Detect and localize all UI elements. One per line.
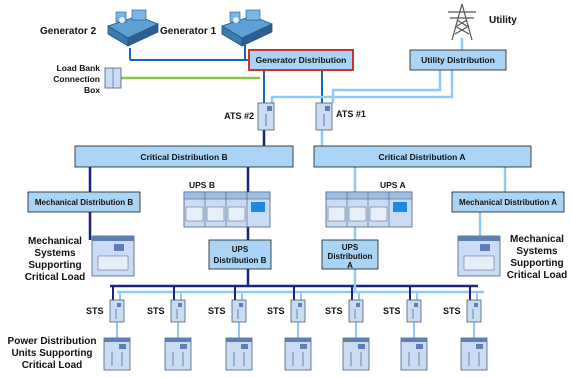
sts-label: STS bbox=[383, 306, 401, 316]
sts-row bbox=[109, 299, 482, 323]
pdu-feed-lines bbox=[116, 322, 475, 338]
ats-2-switch-icon bbox=[257, 102, 275, 131]
load-bank-label-line1: Load Bank bbox=[57, 63, 101, 73]
connection-lines bbox=[88, 38, 507, 338]
sts-unit bbox=[406, 299, 422, 323]
generator-1-icon bbox=[221, 9, 274, 47]
load-bank-label-line2: Connection bbox=[53, 74, 100, 84]
mech-a-label-line4: Critical Load bbox=[507, 270, 568, 281]
utility-label: Utility bbox=[489, 15, 517, 26]
critical-distribution-a-label: Critical Distribution A bbox=[378, 152, 465, 162]
sts-label: STS bbox=[208, 306, 226, 316]
sts-unit bbox=[109, 299, 125, 323]
pdu-cabinet-icon bbox=[103, 337, 131, 371]
pdu-label-line1: Power Distribution bbox=[8, 336, 97, 347]
ups-distribution-a-label-line2: Distribution bbox=[328, 252, 373, 261]
mechanical-distribution-b-label: Mechanical Distribution B bbox=[35, 198, 133, 207]
critical-distribution-a-box: Critical Distribution A bbox=[313, 145, 532, 168]
mechanical-distribution-a-label: Mechanical Distribution A bbox=[459, 198, 557, 207]
utility-distribution-label: Utility Distribution bbox=[421, 55, 495, 65]
mech-b-label-line3: Supporting bbox=[28, 260, 81, 271]
mech-a-label-line2: Systems bbox=[516, 246, 558, 257]
pdu-cabinet-icon bbox=[284, 337, 312, 371]
ups-b-label: UPS B bbox=[189, 180, 215, 190]
mechanical-distribution-b-box: Mechanical Distribution B bbox=[27, 191, 141, 213]
generator-distribution-box: Generator Distribution bbox=[248, 49, 354, 71]
sts-label: STS bbox=[147, 306, 165, 316]
mechanical-distribution-a-box: Mechanical Distribution A bbox=[451, 191, 565, 213]
ups-distribution-b-label-line2: Distribution B bbox=[214, 256, 267, 265]
util-to-ats2-line bbox=[270, 70, 454, 103]
sts-drop-lines bbox=[112, 286, 478, 300]
sts-unit bbox=[170, 299, 186, 323]
critical-distribution-b-label: Critical Distribution B bbox=[140, 152, 227, 162]
sts-label: STS bbox=[325, 306, 343, 316]
pdu-cabinet-icon bbox=[225, 337, 253, 371]
pdu-row bbox=[103, 337, 488, 371]
ups-b-cabinet-icon bbox=[183, 191, 271, 228]
mech-a-label-line3: Supporting bbox=[510, 258, 563, 269]
mechanical-systems-a-cabinet-icon bbox=[457, 235, 501, 277]
pdu-cabinet-icon bbox=[400, 337, 428, 371]
load-bank-box-icon bbox=[104, 67, 122, 89]
ups-distribution-b-box: UPS Distribution B bbox=[208, 239, 272, 270]
utility-distribution-box: Utility Distribution bbox=[409, 49, 507, 71]
pdu-label-line3: Critical Load bbox=[22, 360, 83, 371]
generator-distribution-label: Generator Distribution bbox=[256, 55, 347, 65]
ups-distribution-a-label-line3: A bbox=[347, 261, 353, 270]
sts-unit bbox=[290, 299, 306, 323]
utility-tower-icon bbox=[448, 3, 476, 41]
sts-unit bbox=[466, 299, 482, 323]
sts-label: STS bbox=[443, 306, 461, 316]
critical-distribution-b-box: Critical Distribution B bbox=[74, 145, 294, 168]
ups-distribution-a-box: UPS Distribution A bbox=[321, 239, 379, 270]
sts-label: STS bbox=[267, 306, 285, 316]
generator-2-label: Generator 2 bbox=[40, 26, 97, 37]
pdu-label-line2: Units Supporting bbox=[11, 348, 92, 359]
sts-unit bbox=[348, 299, 364, 323]
generator-1-label: Generator 1 bbox=[160, 26, 217, 37]
load-bank-label-line3: Box bbox=[84, 85, 100, 95]
ats-1-switch-icon bbox=[315, 102, 333, 131]
mechanical-systems-b-cabinet-icon bbox=[91, 235, 135, 277]
sts-unit bbox=[231, 299, 247, 323]
sts-label: STS bbox=[86, 306, 104, 316]
mech-b-label-line4: Critical Load bbox=[25, 272, 86, 283]
mech-b-label-line2: Systems bbox=[34, 248, 76, 259]
ats-2-label: ATS #2 bbox=[224, 111, 254, 121]
ups-a-label: UPS A bbox=[380, 180, 406, 190]
ups-a-cabinet-icon bbox=[325, 191, 413, 228]
pdu-cabinet-icon bbox=[342, 337, 370, 371]
generator-2-icon bbox=[107, 9, 160, 47]
ups-distribution-a-label-line1: UPS bbox=[342, 243, 359, 252]
ats-1-label: ATS #1 bbox=[336, 109, 366, 119]
mech-a-label-line1: Mechanical bbox=[510, 234, 564, 245]
pdu-cabinet-icon bbox=[460, 337, 488, 371]
pdu-cabinet-icon bbox=[164, 337, 192, 371]
ups-distribution-b-label-line1: UPS bbox=[232, 245, 249, 254]
mech-b-label-line1: Mechanical bbox=[28, 236, 82, 247]
